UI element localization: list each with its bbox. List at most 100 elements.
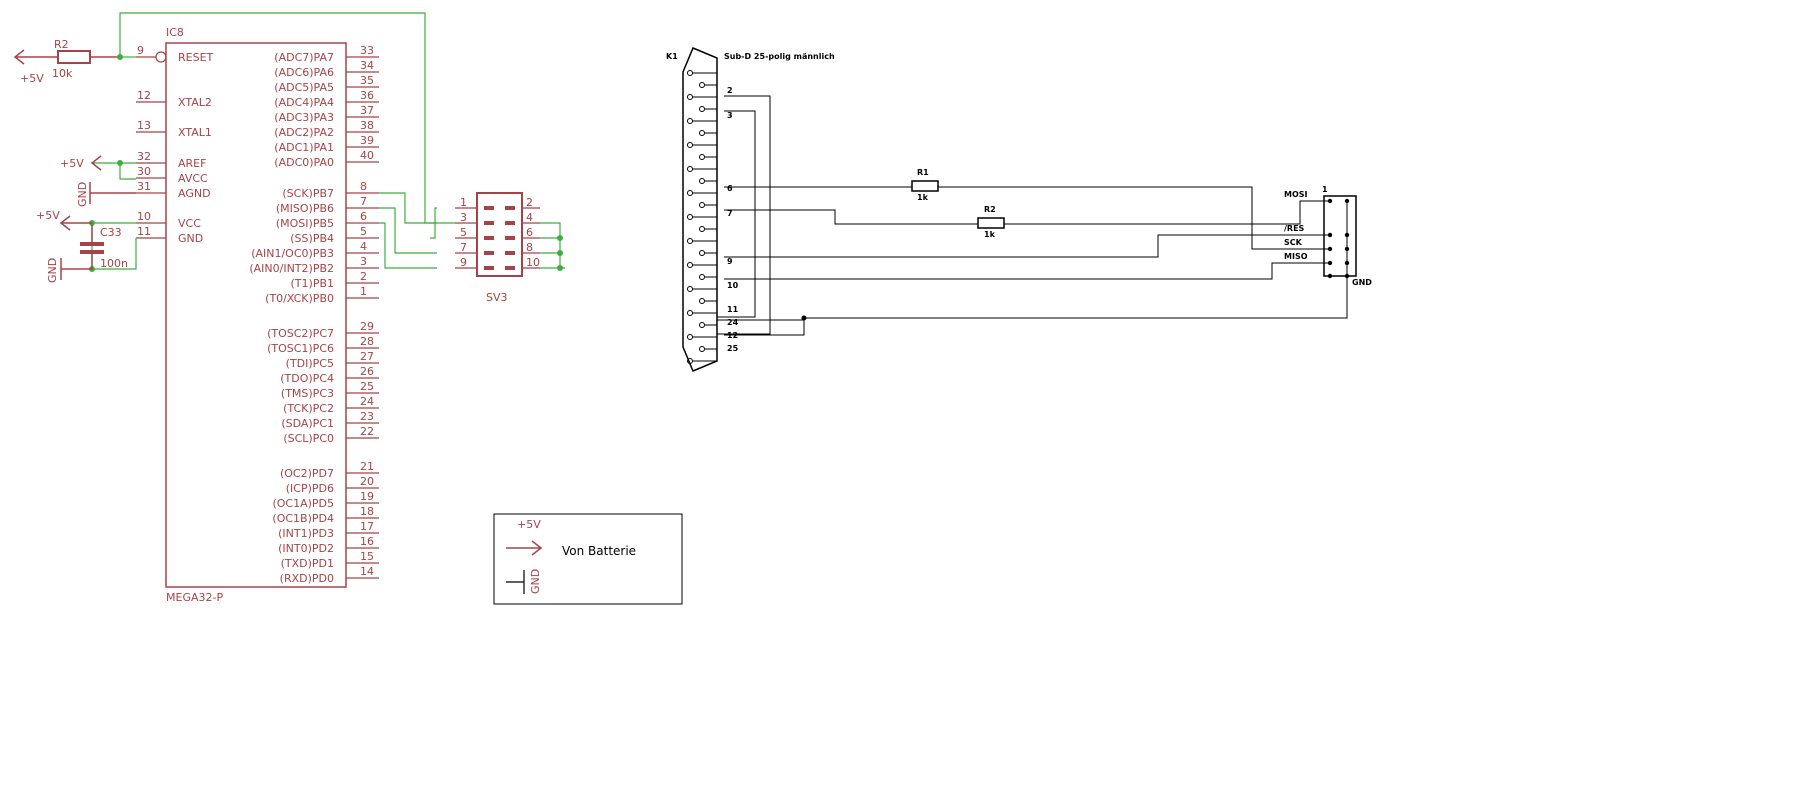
sv3-pin-number-left: 3 bbox=[460, 211, 467, 224]
ic8-right-pin-name: (ADC1)PA1 bbox=[274, 141, 334, 154]
ic8-right-pin-name: (T1)PB1 bbox=[291, 277, 334, 290]
ic8-right-pin-number: 7 bbox=[360, 195, 367, 208]
ic8-right-pin-number: 24 bbox=[360, 395, 374, 408]
k1-pin-circle bbox=[699, 154, 705, 160]
ic8-left-pin-number: 12 bbox=[137, 89, 151, 102]
ic8-left-pin-name: XTAL1 bbox=[178, 126, 212, 139]
ic8-right-pin-name: (ICP)PD6 bbox=[286, 482, 334, 495]
sv3-pin-number-left: 7 bbox=[460, 241, 467, 254]
r2-body bbox=[57, 50, 91, 64]
ic8-right-pin-number: 19 bbox=[360, 490, 374, 503]
isp-pin-dot-left bbox=[1327, 273, 1333, 279]
r2b-value: 1k bbox=[984, 230, 996, 239]
sv3-pin-pad-left bbox=[484, 236, 494, 240]
ic8-right-pin-number: 18 bbox=[360, 505, 374, 518]
k1-pin-circle bbox=[699, 130, 705, 136]
sv3-pin-pad-left bbox=[484, 221, 494, 225]
k1-pin-circle bbox=[687, 214, 693, 220]
ic8-right-pin-number: 5 bbox=[360, 225, 367, 238]
ic8-left-pin-name: RESET bbox=[178, 51, 214, 64]
ic8-right-pin-name: (TCK)PC2 bbox=[283, 402, 334, 415]
ic8-left-pin-number: 31 bbox=[137, 180, 151, 193]
aref-supply-label: +5V bbox=[60, 157, 84, 170]
isp-pin-dot-right bbox=[1344, 246, 1350, 252]
k1-pin-label: 6 bbox=[727, 184, 733, 193]
ic8-right-pin-number: 8 bbox=[360, 180, 367, 193]
ic8-right-pin-name: (OC1A)PD5 bbox=[272, 497, 334, 510]
sv3-pin-number-right: 6 bbox=[526, 226, 533, 239]
r2-value: 10k bbox=[52, 67, 73, 80]
sv3-pin-pad-left bbox=[484, 266, 494, 270]
ic8-right-pin-name: (MISO)PB6 bbox=[276, 202, 334, 215]
r2-ref: R2 bbox=[54, 38, 69, 51]
k1-pin-circle bbox=[687, 286, 693, 292]
ic8-right-pin-name: (ADC2)PA2 bbox=[274, 126, 334, 139]
ic8-right-pin-name: (SCL)PC0 bbox=[283, 432, 334, 445]
ic8-right-pin-number: 21 bbox=[360, 460, 374, 473]
k1-pin-label: 25 bbox=[727, 344, 739, 353]
ic8-right-pin-name: (SCK)PB7 bbox=[282, 187, 334, 200]
ic8-right-pin-name: (TOSC2)PC7 bbox=[267, 327, 334, 340]
sv3-pin-number-left: 5 bbox=[460, 226, 467, 239]
ic8-right-pin-name: (OC2)PD7 bbox=[280, 467, 334, 480]
ic8-left-pin-name: XTAL2 bbox=[178, 96, 212, 109]
ic8-right-pin-name: (TDO)PC4 bbox=[280, 372, 334, 385]
isp-pin-dot-right bbox=[1344, 260, 1350, 266]
ic8-right-pin-number: 34 bbox=[360, 59, 374, 72]
k1-pin-label: 10 bbox=[727, 281, 739, 290]
ic8-supplies bbox=[59, 155, 136, 280]
k1-pin-label: 11 bbox=[727, 305, 739, 314]
r1-ref: R1 bbox=[917, 168, 929, 177]
k1-nets bbox=[717, 95, 1348, 336]
ic8-right-pin-number: 4 bbox=[360, 240, 367, 253]
ic8-right-pin-number: 1 bbox=[360, 285, 367, 298]
k1-pin-circle bbox=[699, 274, 705, 280]
isp-pin-dot-right bbox=[1344, 232, 1350, 238]
r1-resistor: R1 1k bbox=[911, 168, 939, 202]
r2-supply-arrow bbox=[13, 49, 25, 65]
isp-pin-dot-left bbox=[1327, 198, 1333, 204]
ic8-right-pin-number: 27 bbox=[360, 350, 374, 363]
ic8-body bbox=[165, 42, 347, 588]
junction-aref bbox=[117, 160, 123, 166]
isp-pin-label: SCK bbox=[1284, 238, 1303, 247]
ic8-right-pin-number: 14 bbox=[360, 565, 374, 578]
sv3-pin-number-right: 4 bbox=[526, 211, 533, 224]
net-mosi bbox=[379, 222, 437, 269]
isp-body bbox=[1323, 195, 1357, 277]
ic8-right-pin-number: 36 bbox=[360, 89, 374, 102]
k1-pin-label: 7 bbox=[727, 209, 733, 218]
k1-pin-circle bbox=[699, 82, 705, 88]
junction-sv3-8 bbox=[557, 250, 563, 256]
net-gnd-bus bbox=[804, 276, 1348, 319]
k1-pin-circle bbox=[687, 118, 693, 124]
ic8-right-pin-name: (AIN0/INT2)PB2 bbox=[249, 262, 334, 275]
ic8-left-pin-name: VCC bbox=[178, 217, 201, 230]
ic8-right-pin-name: (SS)PB4 bbox=[290, 232, 334, 245]
ic8-right-pin-name: (ADC5)PA5 bbox=[274, 81, 334, 94]
ic8-right-pin-name: (INT1)PD3 bbox=[278, 527, 334, 540]
ic8-right-pin-name: (RXD)PD0 bbox=[280, 572, 334, 585]
ic8-right-pin-number: 3 bbox=[360, 255, 367, 268]
k1-pin-circle bbox=[687, 334, 693, 340]
ic8-right-pin-name: (ADC4)PA4 bbox=[274, 96, 334, 109]
k1-pin-label: 24 bbox=[727, 318, 739, 327]
ic8-right-pin-name: (TDI)PC5 bbox=[286, 357, 334, 370]
c33-value: 100n bbox=[100, 257, 128, 270]
net-k1-3-11 bbox=[717, 110, 756, 318]
legend-supply-arrow bbox=[531, 540, 543, 556]
c33-capacitor: C33 100n bbox=[80, 225, 128, 270]
gnd-supply-label: GND bbox=[46, 258, 59, 283]
ic8-right-pin-name: (INT0)PD2 bbox=[278, 542, 334, 555]
k1-pin-circle bbox=[687, 262, 693, 268]
ic8-right-pin-number: 26 bbox=[360, 365, 374, 378]
k1-ref: K1 bbox=[666, 52, 678, 61]
net-sck bbox=[379, 192, 437, 224]
junction-sv3-6 bbox=[557, 235, 563, 241]
sv3-body bbox=[476, 192, 523, 277]
legend-supply-label: +5V bbox=[517, 518, 541, 531]
net-k1-9-res bbox=[724, 234, 1328, 258]
c33-plate-top bbox=[80, 242, 104, 246]
